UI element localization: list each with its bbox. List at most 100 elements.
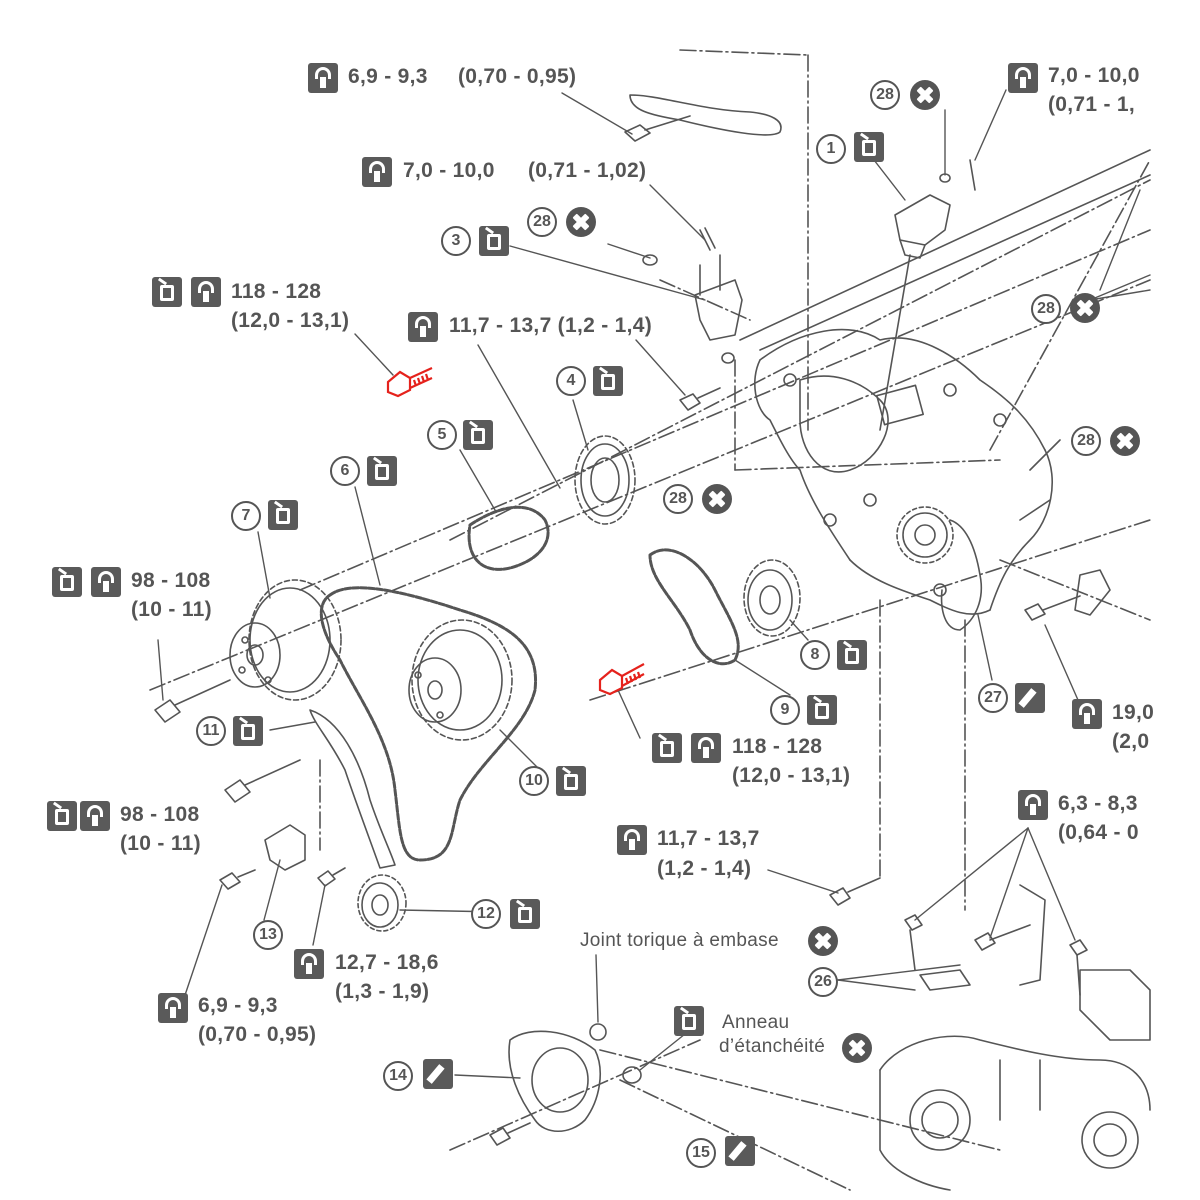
chain-guide-11-shape	[309, 709, 396, 869]
lower-block-outline	[879, 884, 1151, 1191]
do-not-reuse-x-icon	[702, 484, 732, 514]
torque-wrench-icon	[408, 312, 438, 342]
callout-27: 27	[978, 683, 1008, 713]
do-not-reuse-x-icon	[808, 926, 838, 956]
oil-can-icon	[463, 420, 493, 450]
oil-can-icon	[479, 226, 509, 256]
torque-spec-t3: 7,0 - 10,0	[1048, 64, 1140, 87]
sprocket-10-shape	[408, 619, 513, 741]
callout-28: 28	[527, 207, 557, 237]
callout-26: 26	[808, 967, 838, 997]
torque-spec-t6-alt: (10 - 11)	[131, 598, 212, 621]
do-not-reuse-x-icon	[842, 1033, 872, 1063]
chain-9-shape	[648, 548, 740, 666]
do-not-reuse-x-icon	[1110, 426, 1140, 456]
torque-spec-t12: 19,0	[1112, 701, 1155, 724]
torque-spec-t8-alt: (10 - 11)	[120, 832, 201, 855]
torque-spec-t8: 98 - 108	[120, 803, 200, 826]
callout-10: 10	[519, 766, 549, 796]
oil-can-icon	[593, 366, 623, 396]
torque-wrench-icon	[691, 733, 721, 763]
oil-can-icon	[854, 132, 884, 162]
liquid-gasket-icon	[423, 1059, 453, 1089]
torque-spec-t11-alt: (0,70 - 0,95)	[198, 1023, 317, 1046]
do-not-reuse-x-icon	[1070, 293, 1100, 323]
torque-spec-t2: 7,0 - 10,0	[403, 159, 495, 182]
callout-6: 6	[330, 456, 360, 486]
bolts	[154, 115, 1088, 1146]
oil-can-icon	[674, 1006, 704, 1036]
callout-28: 28	[663, 484, 693, 514]
callout-11: 11	[196, 716, 226, 746]
callout-28: 28	[870, 80, 900, 110]
water-pump-14-shape	[508, 1023, 642, 1132]
oil-can-icon	[233, 716, 263, 746]
oil-can-icon	[556, 766, 586, 796]
torque-spec-t10: 12,7 - 18,6	[335, 951, 439, 974]
upper-chain-guide	[629, 94, 782, 136]
anneau-note-line2: d’étanchéité	[719, 1036, 826, 1057]
tensioner-3-shape	[642, 254, 743, 364]
callout-14: 14	[383, 1061, 413, 1091]
callout-15: 15	[686, 1138, 716, 1168]
cover-outline	[739, 149, 1151, 615]
torque-wrench-icon	[1072, 699, 1102, 729]
torque-wrench-icon	[91, 567, 121, 597]
torque-spec-t6: 98 - 108	[131, 569, 211, 592]
torque-spec-t9-alt: (1,2 - 1,4)	[657, 857, 752, 880]
oil-can-icon	[52, 567, 82, 597]
torque-wrench-icon	[191, 277, 221, 307]
torque-spec-t5: 11,7 - 13,7 (1,2 - 1,4)	[449, 314, 653, 337]
sprocket-8-shape	[743, 559, 801, 637]
alignment-lines	[149, 49, 1151, 1191]
part-27-shape	[940, 519, 983, 631]
oil-can-icon	[652, 733, 682, 763]
liquid-gasket-icon	[1015, 683, 1045, 713]
oil-can-icon	[367, 456, 397, 486]
torque-spec-t7-alt: (12,0 - 13,1)	[732, 764, 851, 787]
joint-torique-note: Joint torique à embase	[580, 930, 779, 951]
oil-can-icon	[152, 277, 182, 307]
torque-wrench-icon	[1008, 63, 1038, 93]
callout-7: 7	[231, 501, 261, 531]
torque-spec-t4: 118 - 128	[231, 280, 322, 303]
liquid-gasket-icon	[725, 1136, 755, 1166]
torque-spec-t3-alt: (0,71 - 1,	[1048, 93, 1136, 116]
torque-wrench-icon	[617, 825, 647, 855]
callout-3: 3	[441, 226, 471, 256]
chain-5-shape	[467, 505, 550, 571]
highlighted-bolts	[386, 366, 645, 696]
highlighted-bolt-lower	[598, 663, 645, 696]
torque-spec-t11: 6,9 - 9,3	[198, 994, 278, 1017]
part-1-shape	[879, 159, 976, 431]
callout-12: 12	[471, 899, 501, 929]
callout-9: 9	[770, 695, 800, 725]
torque-wrench-icon	[158, 993, 188, 1023]
tensioner-13-shape	[264, 824, 306, 871]
callout-5: 5	[427, 420, 457, 450]
oil-can-icon	[510, 899, 540, 929]
torque-spec-t1-alt: (0,70 - 0,95)	[458, 65, 577, 88]
anneau-note-line1: Anneau	[722, 1012, 790, 1033]
torque-wrench-icon	[308, 63, 338, 93]
torque-wrench-icon	[1018, 790, 1048, 820]
torque-spec-t12-alt: (2,0	[1112, 730, 1150, 753]
callout-4: 4	[556, 366, 586, 396]
oil-can-icon	[807, 695, 837, 725]
do-not-reuse-x-icon	[566, 207, 596, 237]
leader-lines	[157, 89, 1151, 1079]
sprocket-12-shape	[357, 874, 407, 932]
torque-spec-t13: 6,3 - 8,3	[1058, 792, 1138, 815]
torque-spec-t4-alt: (12,0 - 13,1)	[231, 309, 350, 332]
chain-6-shape	[319, 586, 538, 862]
torque-spec-t7: 118 - 128	[732, 735, 823, 758]
highlighted-bolt-upper	[386, 366, 433, 398]
oil-can-icon	[47, 801, 77, 831]
torque-spec-t1: 6,9 - 9,3	[348, 65, 428, 88]
oil-can-icon	[837, 640, 867, 670]
torque-spec-t10-alt: (1,3 - 1,9)	[335, 980, 430, 1003]
torque-spec-t9: 11,7 - 13,7	[657, 827, 760, 850]
oil-can-icon	[268, 500, 298, 530]
torque-wrench-icon	[80, 801, 110, 831]
sprocket-4-shape	[574, 435, 636, 525]
